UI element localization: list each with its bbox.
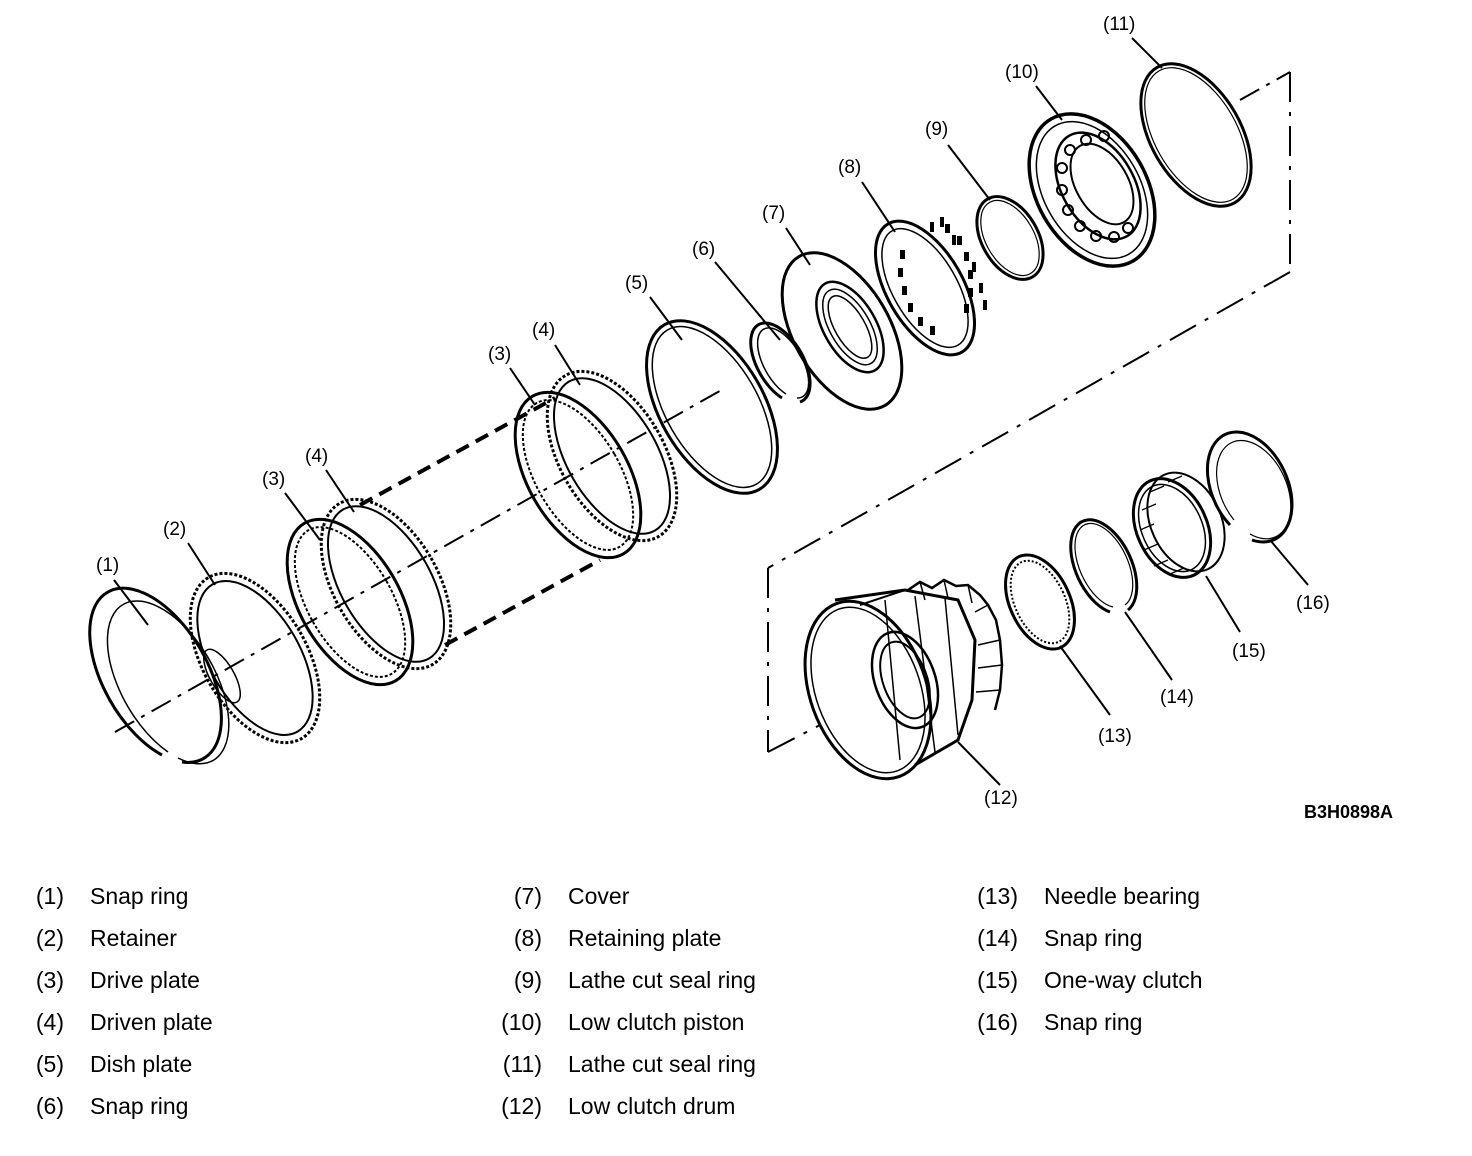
legend-number: (11) [502,1051,542,1077]
legend-part-name: Snap ring [1044,925,1143,951]
legend-number: (2) [35,925,64,951]
callout-4-right: (4) [532,320,555,341]
legend-part-name: Drive plate [90,967,200,993]
legend-number: (5) [35,1051,64,1077]
callout-15: (15) [1232,641,1266,662]
part-3-drive-plate-left [285,517,415,687]
part-6-snap-ring [749,321,812,404]
callout-7: (7) [762,203,785,224]
callout-1: (1) [96,555,119,576]
callout-16: (16) [1296,593,1330,614]
legend-part-name: Driven plate [90,1009,213,1035]
callout-2: (2) [163,519,186,540]
assembly-bracket [767,72,1291,753]
legend-number: (6) [35,1093,64,1119]
part-16-snap-ring [1205,430,1294,544]
callout-9: (9) [925,119,948,140]
exploded-view-diagram: (1) (2) (3) (4) (3) (4) (5) (6) (7) (8) … [88,14,1393,822]
part-8-retaining-plate [873,217,987,357]
part-9-lathe-cut-seal-ring [975,195,1045,281]
legend-number: (9) [513,967,542,993]
legend-part-name: Lathe cut seal ring [568,967,756,993]
part-7-cover [780,251,904,411]
plate-pack-outline [359,396,601,647]
part-4-driven-plate-left [319,497,453,671]
legend-number: (1) [35,883,64,909]
legend-part-name: Dish plate [90,1051,193,1077]
callout-labels: (1) (2) (3) (4) (3) (4) (5) (6) (7) (8) … [96,14,1330,809]
legend-number: (7) [513,883,542,909]
callout-12: (12) [984,788,1018,809]
part-3-drive-plate-right [513,390,643,560]
callout-10: (10) [1005,62,1039,83]
legend-number: (14) [977,925,1018,951]
part-10-low-clutch-piston [1027,112,1157,268]
legend-number: (8) [513,925,542,951]
legend-number: (16) [977,1009,1018,1035]
legend-part-name: Needle bearing [1044,883,1201,909]
legend-part-name: Snap ring [90,883,189,909]
legend-part-name: Low clutch piston [568,1009,745,1035]
part-12-low-clutch-drum [803,578,1004,781]
part-15-one-way-clutch [1131,471,1226,579]
part-2-retainer [188,571,322,745]
part-1-snap-ring [88,586,230,765]
part-14-snap-ring [1069,518,1139,614]
legend-number: (10) [501,1009,542,1035]
legend-part-name: Low clutch drum [568,1093,736,1119]
legend-part-name: Snap ring [1044,1009,1143,1035]
callout-3-left: (3) [262,469,285,490]
legend-number: (4) [35,1009,64,1035]
callout-11: (11) [1103,14,1135,35]
legend-number: (12) [501,1093,542,1119]
legend-number: (13) [977,883,1018,909]
legend-number: (3) [35,967,64,993]
figure-code: B3H0898A [1304,802,1393,822]
callout-13: (13) [1098,726,1132,747]
callout-5: (5) [625,273,648,294]
legend-part-name: Retainer [90,925,177,951]
legend-part-name: Retaining plate [568,925,722,951]
callout-6: (6) [692,239,715,260]
leader-lines [113,37,1309,786]
callout-14: (14) [1160,687,1194,708]
callout-8: (8) [838,157,861,178]
part-4-driven-plate-right [545,369,679,543]
legend-part-name: Snap ring [90,1093,189,1119]
legend-part-name: Cover [568,883,630,909]
callout-3-right: (3) [488,344,511,365]
callout-4-left: (4) [305,446,328,467]
part-5-dish-plate [645,319,779,495]
centerline [114,71,1291,733]
part-11-lathe-cut-seal-ring [1139,62,1253,208]
legend-number: (15) [977,967,1018,993]
legend-part-name: One-way clutch [1044,967,1203,993]
legend-part-name: Lathe cut seal ring [568,1051,756,1077]
